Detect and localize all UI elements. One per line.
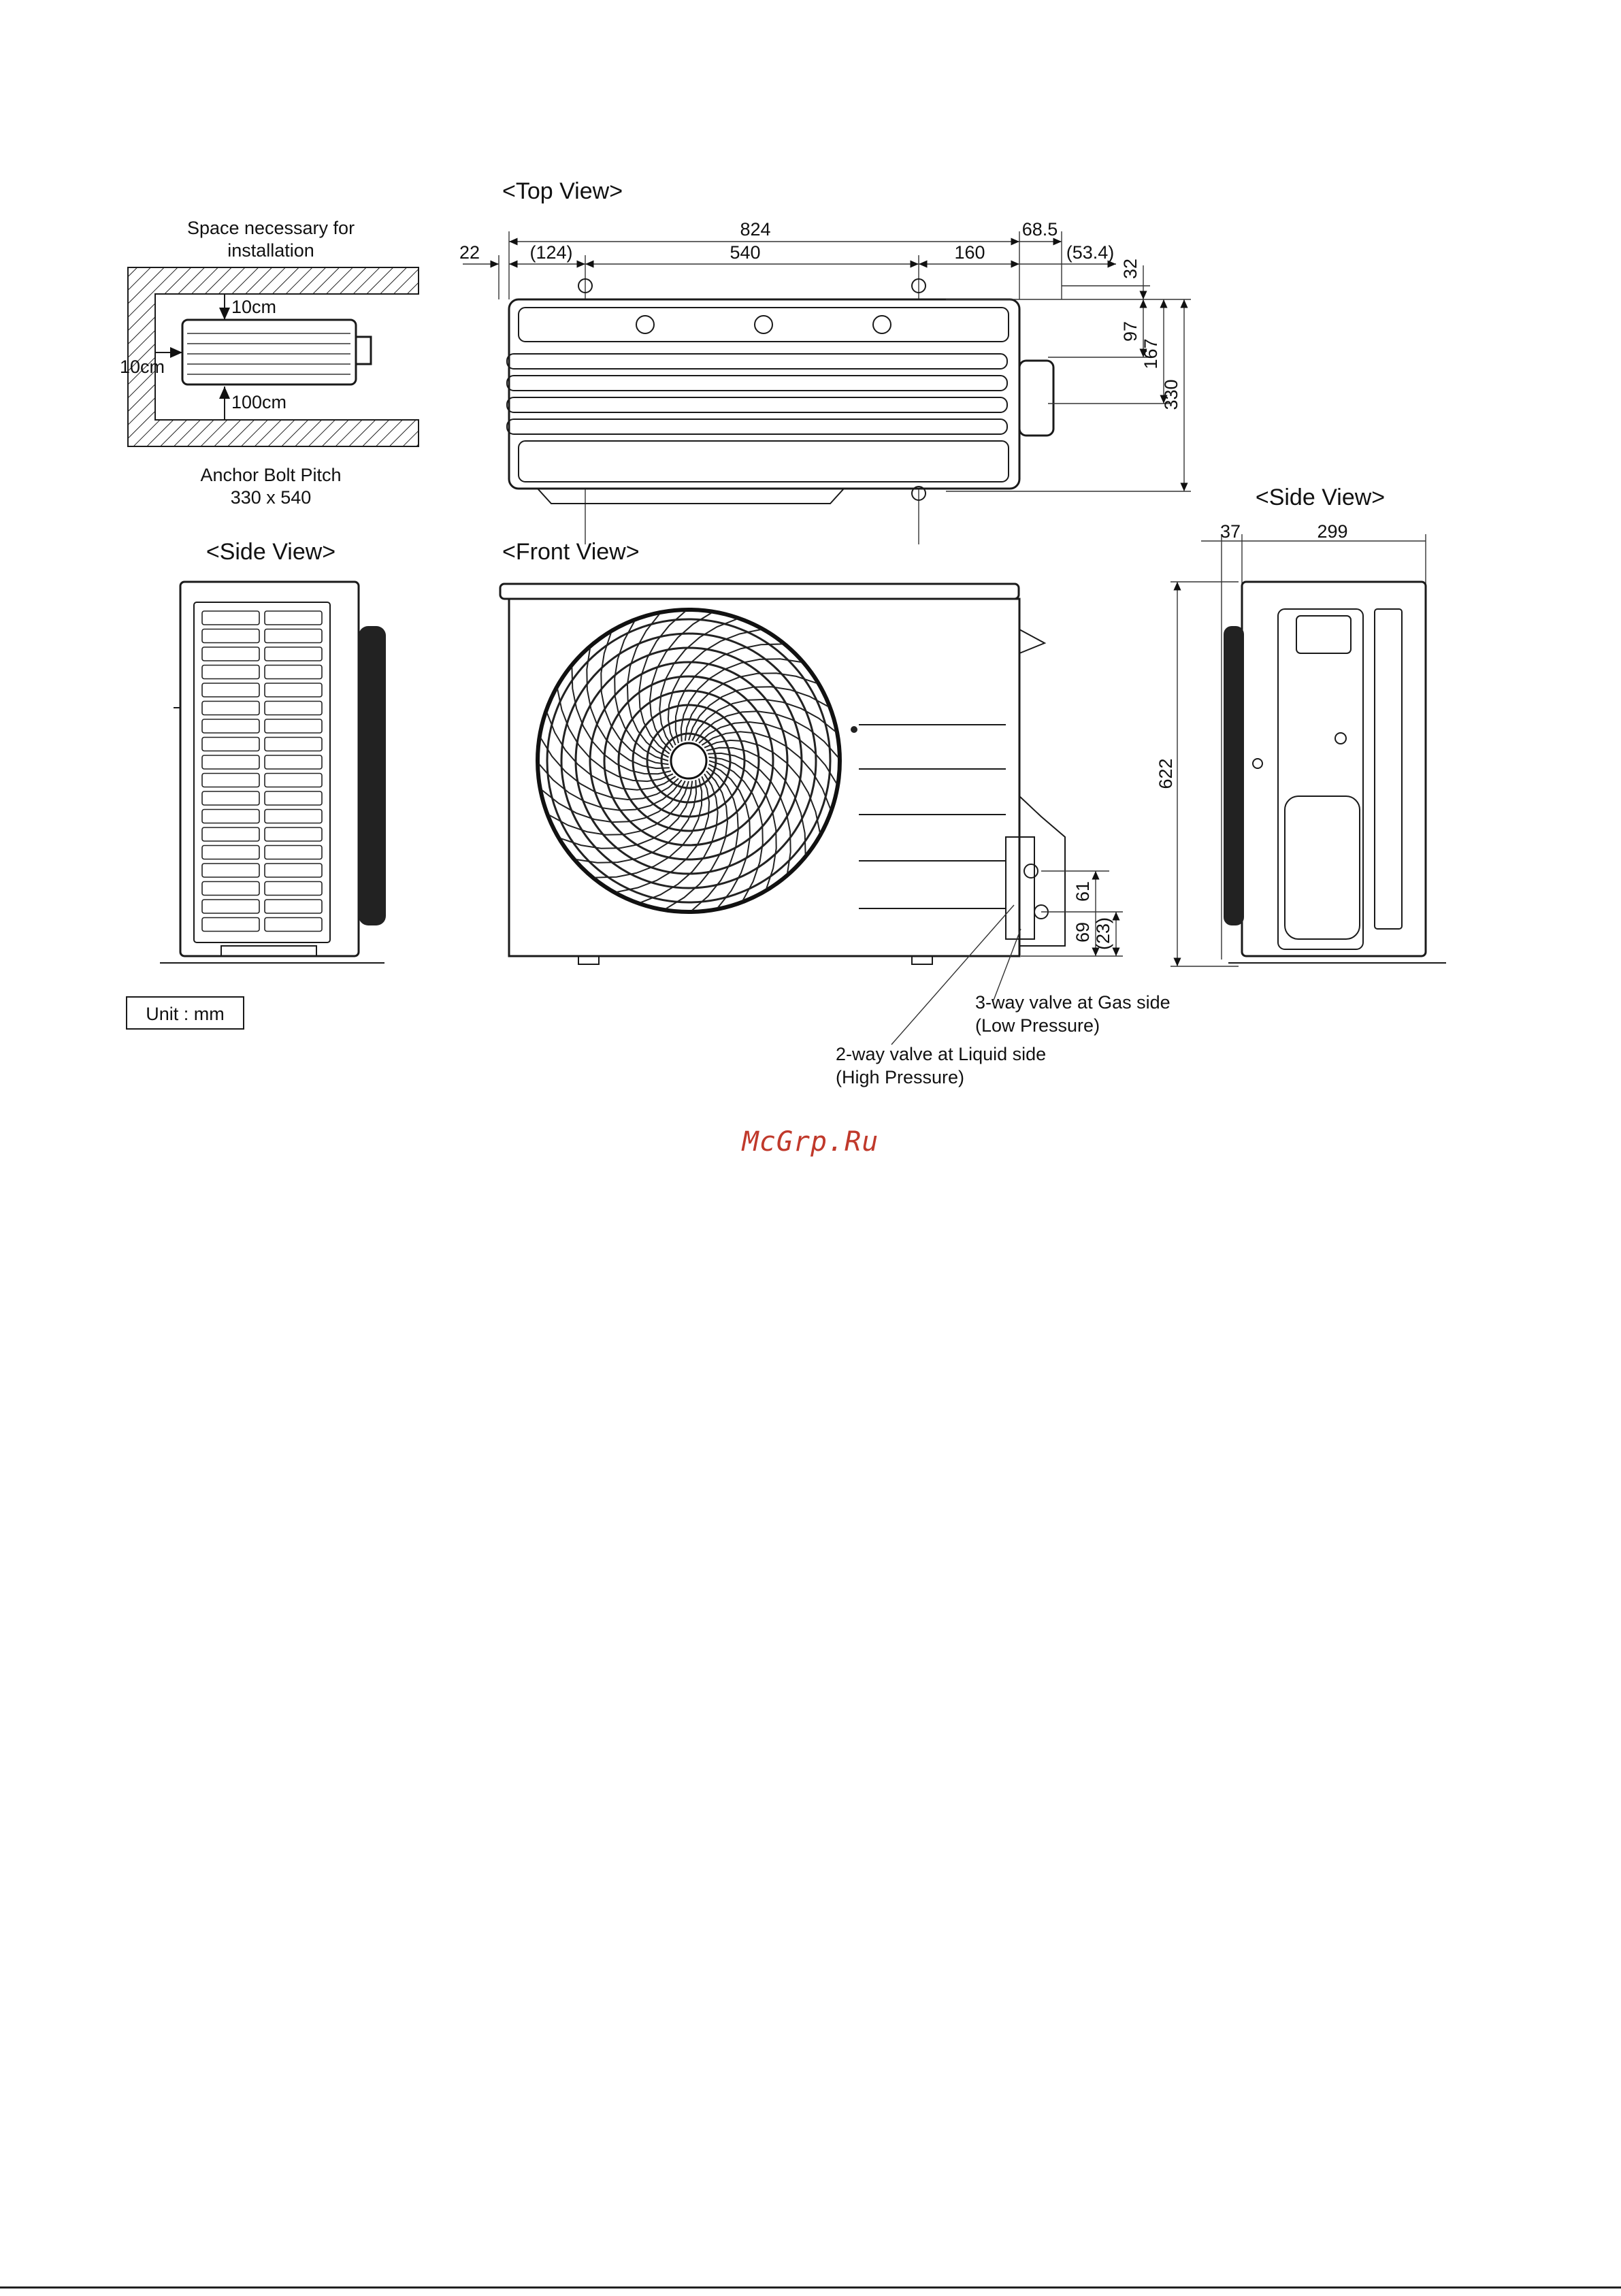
left-side-view: <Side View> bbox=[160, 539, 386, 963]
liquid-valve-label-2: (High Pressure) bbox=[836, 1067, 964, 1087]
page-bottom-rule bbox=[0, 2286, 1621, 2289]
clear-bottom-label: 100cm bbox=[231, 392, 286, 412]
unit-label-box: Unit : mm bbox=[127, 997, 244, 1029]
front-view-title: <Front View> bbox=[502, 539, 640, 565]
dim-299: 299 bbox=[1317, 521, 1347, 542]
clear-left-label: 10cm bbox=[120, 357, 165, 377]
dim-824: 824 bbox=[740, 219, 770, 240]
gas-valve-label-1: 3-way valve at Gas side bbox=[975, 992, 1170, 1013]
top-view-casing bbox=[509, 299, 1019, 489]
watermark-text: McGrp.Ru bbox=[0, 1126, 1621, 1158]
dim-22: 22 bbox=[459, 242, 480, 263]
installation-title-line1: Space necessary for bbox=[187, 218, 355, 238]
dim-330: 330 bbox=[1161, 379, 1181, 410]
dim-61: 61 bbox=[1073, 881, 1093, 902]
liquid-valve-label-1: 2-way valve at Liquid side bbox=[836, 1044, 1046, 1064]
dim-167: 167 bbox=[1141, 338, 1161, 369]
dim-97: 97 bbox=[1120, 321, 1141, 342]
dim-160: 160 bbox=[954, 242, 985, 263]
dim-37: 37 bbox=[1220, 521, 1241, 542]
right-side-casing bbox=[1242, 582, 1426, 956]
installation-title-line2: installation bbox=[227, 240, 314, 261]
dim-68-5: 68.5 bbox=[1022, 219, 1058, 240]
unit-label: Unit : mm bbox=[146, 1004, 225, 1024]
fan-hub bbox=[671, 743, 706, 778]
unit-plan-outline bbox=[182, 320, 356, 384]
dim-622: 622 bbox=[1156, 758, 1176, 789]
gas-valve-label-2: (Low Pressure) bbox=[975, 1015, 1100, 1036]
dim-32: 32 bbox=[1120, 259, 1141, 279]
right-side-view-title: <Side View> bbox=[1256, 485, 1385, 510]
dim-69: 69 bbox=[1073, 922, 1093, 942]
dim-23: (23) bbox=[1093, 917, 1113, 950]
left-side-view-title: <Side View> bbox=[206, 539, 335, 565]
installation-diagram: Space necessary for installation 10cm 10… bbox=[120, 218, 419, 508]
dim-53-4: (53.4) bbox=[1066, 242, 1115, 263]
dim-124: (124) bbox=[529, 242, 572, 263]
clear-top-label: 10cm bbox=[231, 297, 276, 317]
anchor-pitch-line2: 330 x 540 bbox=[231, 487, 312, 508]
right-side-view: <Side View> 37 299 622 bbox=[1156, 485, 1446, 966]
top-view-title: <Top View> bbox=[502, 178, 623, 204]
front-view: <Front View> 61 69 (23) 3-way valve at G bbox=[500, 539, 1170, 1087]
top-view: <Top View> 824 22 (124) 540 160 68.5 (53… bbox=[459, 178, 1191, 544]
anchor-pitch-line1: Anchor Bolt Pitch bbox=[200, 465, 341, 485]
dim-540: 540 bbox=[730, 242, 760, 263]
